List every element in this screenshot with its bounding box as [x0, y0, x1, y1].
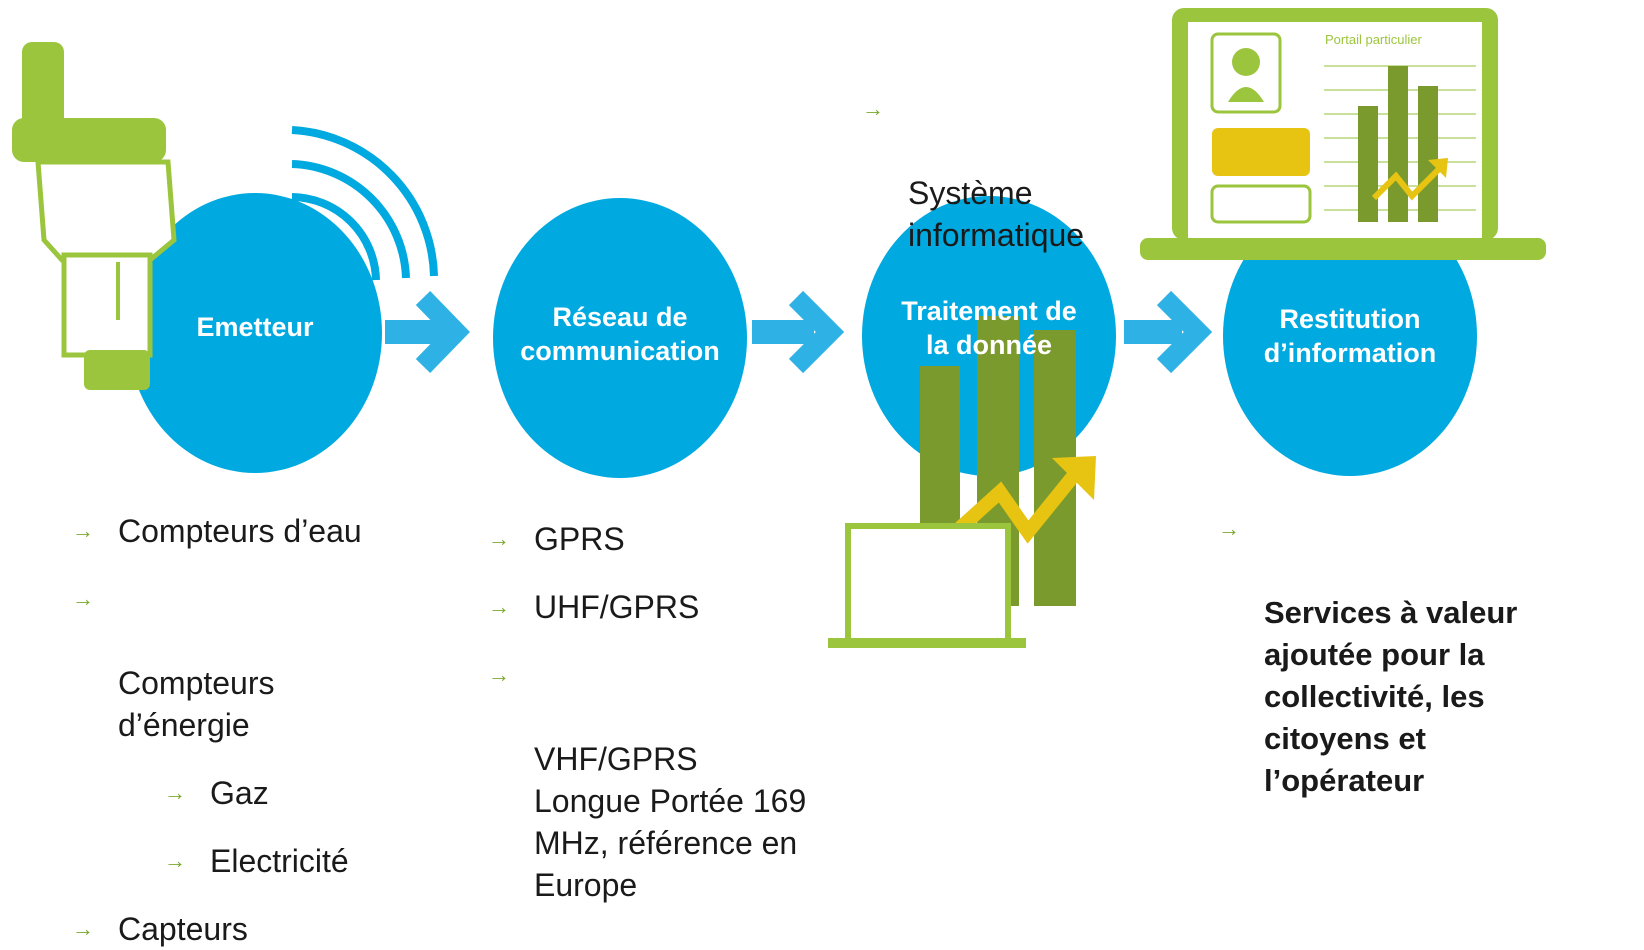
arrow-right-icon: →: [488, 662, 510, 687]
list-reseau: → GPRS → UHF/GPRS → VHF/GPRS Longue Port…: [488, 518, 848, 906]
item-uhf-gprs: UHF/GPRS: [534, 589, 700, 625]
trend-arrow-icon: [955, 456, 1096, 544]
arrow-right-icon: →: [1218, 516, 1240, 541]
list-item: → Capteurs: [72, 908, 412, 950]
arrow-right-icon: →: [164, 848, 186, 873]
item-compteurs-eau: Compteurs d’eau: [118, 513, 362, 549]
wireless-signal-icon: [291, 126, 438, 281]
item-compteurs-energie: Compteurs d’énergie: [118, 665, 275, 743]
item-gaz: Gaz: [210, 775, 269, 811]
laptop-icon: [828, 523, 1026, 648]
item-services: Services à valeur ajoutée pour la collec…: [1264, 595, 1518, 798]
circle-label-restitution: Restitution d’information: [1263, 304, 1437, 368]
list-item: → Compteurs d’eau: [72, 510, 412, 552]
item-capteurs: Capteurs: [118, 911, 248, 947]
arrow-right-icon: →: [72, 586, 94, 611]
list-item: → VHF/GPRS Longue Portée 169 MHz, référe…: [488, 654, 848, 906]
list-item: → Compteurs d’énergie: [72, 578, 412, 746]
arrow-right-icon: →: [72, 518, 94, 543]
circle-emetteur: [128, 193, 382, 473]
item-vhf-gprs: VHF/GPRS Longue Portée 169 MHz, référenc…: [534, 741, 807, 903]
flow-arrow-2-icon: [752, 290, 845, 374]
item-gprs: GPRS: [534, 521, 625, 557]
list-item: → Services à valeur ajoutée pour la coll…: [1218, 508, 1578, 802]
diagram-art: Portail particulier: [12, 8, 1546, 648]
circle-restitution: [1223, 196, 1477, 476]
item-systeme-informatique: Système informatique: [908, 175, 1085, 253]
flow-arrow-3-icon: [1124, 290, 1213, 374]
circle-label-emetteur: Emetteur: [196, 312, 314, 342]
portal-laptop-icon: [1140, 8, 1546, 260]
arrow-right-icon: →: [164, 780, 186, 805]
list-restitution: → Services à valeur ajoutée pour la coll…: [1218, 508, 1578, 802]
list-item: → UHF/GPRS: [488, 586, 848, 628]
arrow-right-icon: →: [488, 526, 510, 551]
flow-arrow-1-icon: [385, 291, 470, 373]
meter-device-icon: [12, 42, 177, 390]
item-electricite: Electricité: [210, 843, 349, 879]
arrow-right-icon: →: [72, 916, 94, 941]
list-traitement: → Système informatique: [862, 88, 1142, 256]
list-item: → Gaz: [164, 772, 412, 814]
arrow-right-icon: →: [862, 96, 884, 121]
circle-label-reseau: Réseau de communication: [520, 302, 720, 366]
circle-reseau: [493, 198, 747, 478]
list-emetteur: → Compteurs d’eau → Compteurs d’énergie …: [72, 510, 412, 950]
list-item: → Système informatique: [862, 88, 1142, 256]
arrow-right-icon: →: [488, 594, 510, 619]
portal-label: Portail particulier: [1325, 32, 1422, 47]
list-item: → Electricité: [164, 840, 412, 882]
list-item: → GPRS: [488, 518, 848, 560]
circle-label-traitement: Traitement de la donnée: [901, 296, 1077, 360]
